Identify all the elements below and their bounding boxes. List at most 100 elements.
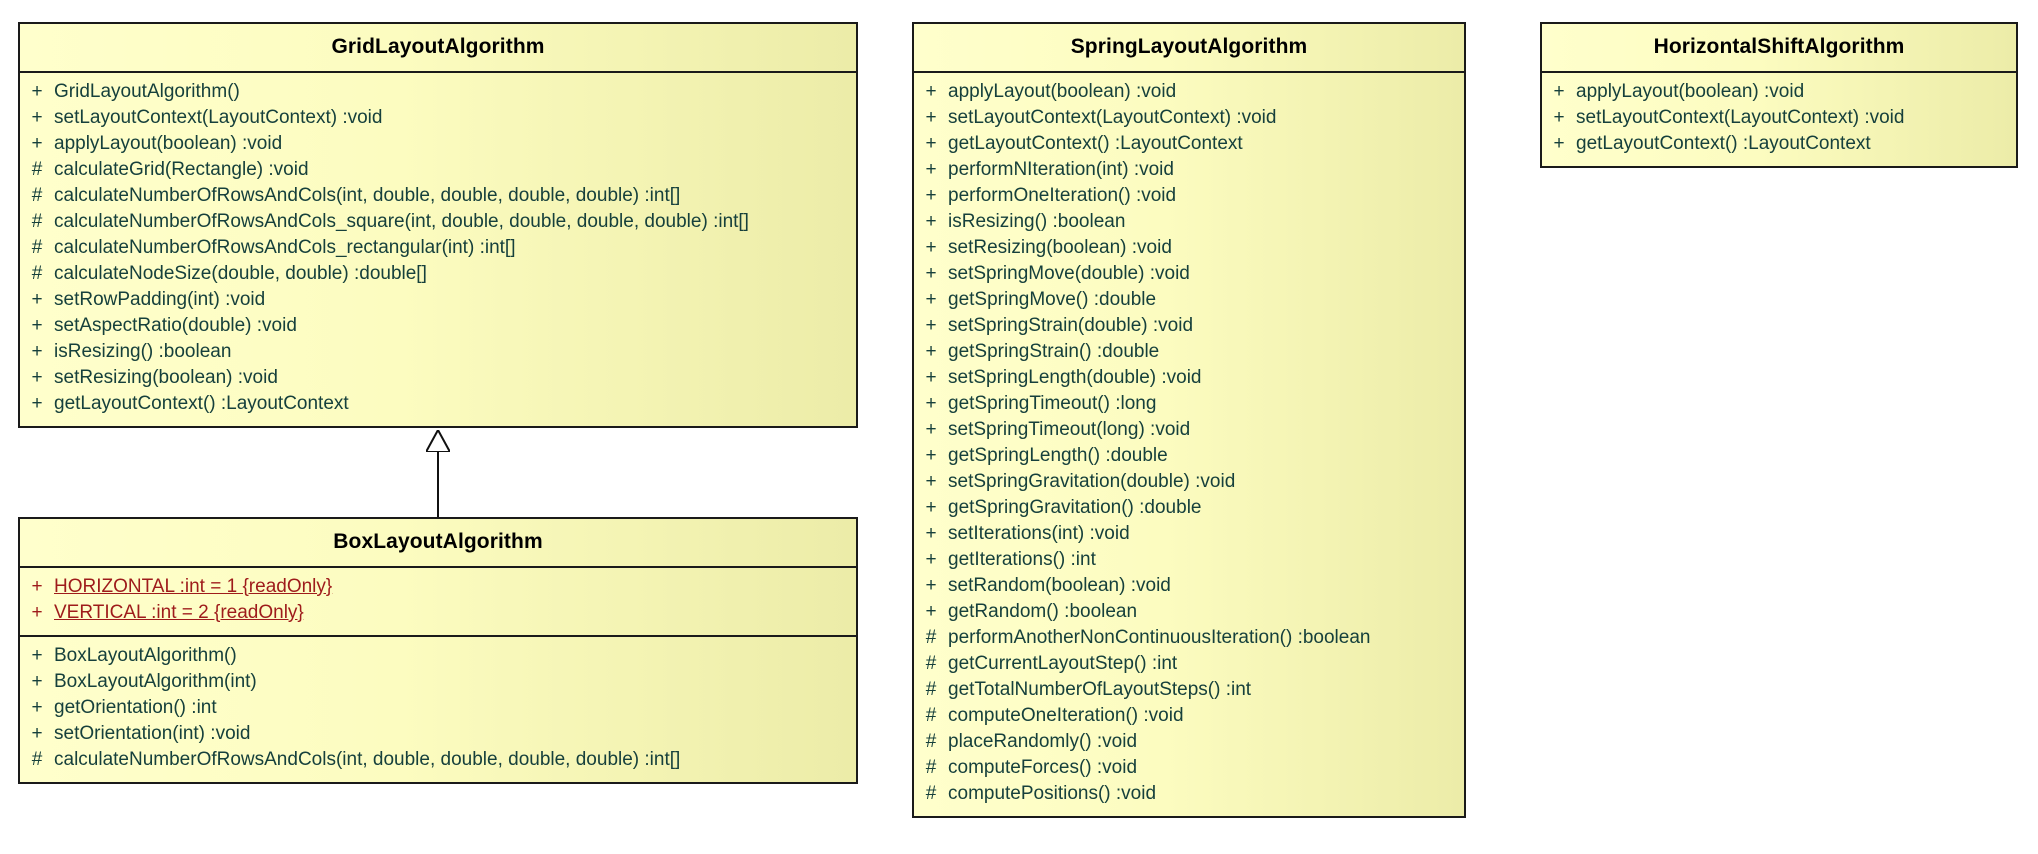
method-row[interactable]: + getSpringStrain() :double bbox=[914, 339, 1464, 365]
method-row[interactable]: #placeRandomly() :void bbox=[914, 729, 1464, 755]
attribute-row[interactable]: + HORIZONTAL :int = 1 {readOnly} bbox=[20, 574, 856, 600]
method-signature: getSpringLength() :double bbox=[948, 445, 1168, 466]
class-methods-compartment-grid: +GridLayoutAlgorithm()+setLayoutContext(… bbox=[20, 71, 856, 426]
method-row[interactable]: +performNIteration(int) :void bbox=[914, 157, 1464, 183]
method-row[interactable]: # getCurrentLayoutStep() :int bbox=[914, 651, 1464, 677]
method-row[interactable]: +getIterations() :int bbox=[914, 547, 1464, 573]
method-signature: applyLayout(boolean) :void bbox=[1576, 81, 1805, 102]
method-row[interactable]: +getRandom() :boolean bbox=[914, 599, 1464, 625]
visibility-marker: + bbox=[925, 419, 937, 440]
method-row[interactable]: +setOrientation(int) :void bbox=[20, 721, 856, 747]
method-row[interactable]: + setLayoutContext(LayoutContext) :void bbox=[1542, 105, 2016, 131]
visibility-marker: + bbox=[925, 341, 937, 362]
class-title-box-layout-algorithm: BoxLayoutAlgorithm bbox=[333, 530, 543, 553]
class-box-horizontal-shift-algorithm[interactable]: HorizontalShiftAlgorithm +applyLayout(bo… bbox=[1540, 22, 2018, 168]
method-row[interactable]: +setSpringLength(double) :void bbox=[914, 365, 1464, 391]
method-row[interactable]: +getLayoutContext() :LayoutContext bbox=[20, 391, 856, 417]
visibility-marker: # bbox=[925, 705, 937, 726]
method-row[interactable]: +getSpringMove() :double bbox=[914, 287, 1464, 313]
visibility-marker: + bbox=[31, 341, 43, 362]
method-row[interactable]: #computePositions() :void bbox=[914, 781, 1464, 807]
visibility-marker: + bbox=[925, 237, 937, 258]
method-row[interactable]: +isResizing() :boolean bbox=[20, 339, 856, 365]
attribute-signature: HORIZONTAL :int = 1 {readOnly} bbox=[54, 576, 333, 597]
method-row[interactable]: +getLayoutContext() :LayoutContext bbox=[1542, 131, 2016, 157]
method-row[interactable]: +applyLayout(boolean) :void bbox=[1542, 79, 2016, 105]
method-signature: getCurrentLayoutStep() :int bbox=[948, 653, 1178, 674]
visibility-marker: # bbox=[31, 263, 43, 284]
visibility-marker: + bbox=[925, 367, 937, 388]
method-row[interactable]: +getSpringTimeout() :long bbox=[914, 391, 1464, 417]
class-box-spring-layout-algorithm[interactable]: SpringLayoutAlgorithm +applyLayout(boole… bbox=[912, 22, 1466, 818]
method-row[interactable]: +GridLayoutAlgorithm() bbox=[20, 79, 856, 105]
method-signature: setLayoutContext(LayoutContext) :void bbox=[1576, 107, 1905, 128]
method-row[interactable]: # calculateNumberOfRowsAndCols(int, doubl… bbox=[20, 747, 856, 773]
method-row[interactable]: +performOneIteration() :void bbox=[914, 183, 1464, 209]
method-signature: placeRandomly() :void bbox=[948, 731, 1138, 752]
method-row[interactable]: +setResizing(boolean) :void bbox=[20, 365, 856, 391]
method-row[interactable]: +setSpringTimeout(long) :void bbox=[914, 417, 1464, 443]
method-signature: computeOneIteration() :void bbox=[948, 705, 1184, 726]
method-row[interactable]: +applyLayout(boolean) :void bbox=[914, 79, 1464, 105]
attribute-row[interactable]: +VERTICAL :int = 2 {readOnly} bbox=[20, 600, 856, 626]
visibility-marker: # bbox=[925, 627, 937, 648]
visibility-marker: + bbox=[31, 671, 43, 692]
visibility-marker: + bbox=[925, 159, 937, 180]
method-row[interactable]: +BoxLayoutAlgorithm() bbox=[20, 643, 856, 669]
method-row[interactable]: #getTotalNumberOfLayoutSteps() :int bbox=[914, 677, 1464, 703]
class-box-box-layout-algorithm[interactable]: BoxLayoutAlgorithm + HORIZONTAL :int = 1 … bbox=[18, 517, 858, 784]
visibility-marker: # bbox=[31, 749, 43, 770]
method-row[interactable]: + isResizing() :boolean bbox=[914, 209, 1464, 235]
method-row[interactable]: +setRandom(boolean) :void bbox=[914, 573, 1464, 599]
visibility-marker: + bbox=[925, 523, 937, 544]
method-row[interactable]: +setSpringStrain(double) :void bbox=[914, 313, 1464, 339]
method-signature: isResizing() :boolean bbox=[948, 211, 1126, 232]
method-row[interactable]: #calculateNumberOfRowsAndCols(int, doubl… bbox=[20, 183, 856, 209]
method-row[interactable]: +getSpringGravitation() :double bbox=[914, 495, 1464, 521]
visibility-marker: + bbox=[1553, 107, 1565, 128]
visibility-marker: + bbox=[925, 211, 937, 232]
visibility-marker: + bbox=[31, 645, 43, 666]
visibility-marker: + bbox=[925, 107, 937, 128]
method-row[interactable]: +getOrientation() :int bbox=[20, 695, 856, 721]
method-row[interactable]: #performAnotherNonContinuousIteration() … bbox=[914, 625, 1464, 651]
visibility-marker: # bbox=[925, 757, 937, 778]
visibility-marker: + bbox=[31, 697, 43, 718]
method-row[interactable]: +getSpringLength() :double bbox=[914, 443, 1464, 469]
method-signature: setResizing(boolean) :void bbox=[54, 367, 278, 388]
method-signature: getSpringStrain() :double bbox=[948, 341, 1160, 362]
method-row[interactable]: +setLayoutContext(LayoutContext) :void bbox=[20, 105, 856, 131]
method-row[interactable]: #calculateNodeSize(double, double) :doub… bbox=[20, 261, 856, 287]
method-row[interactable]: +setSpringGravitation(double) :void bbox=[914, 469, 1464, 495]
method-row[interactable]: #calculateNumberOfRowsAndCols_rectangula… bbox=[20, 235, 856, 261]
method-row[interactable]: + setLayoutContext(LayoutContext) :void bbox=[914, 105, 1464, 131]
visibility-marker: + bbox=[31, 723, 43, 744]
method-row[interactable]: +getLayoutContext() :LayoutContext bbox=[914, 131, 1464, 157]
method-row[interactable]: +applyLayout(boolean) :void bbox=[20, 131, 856, 157]
method-row[interactable]: #computeForces() :void bbox=[914, 755, 1464, 781]
method-row[interactable]: #calculateNumberOfRowsAndCols_square(int… bbox=[20, 209, 856, 235]
visibility-marker: + bbox=[925, 497, 937, 518]
class-box-grid-layout-algorithm[interactable]: GridLayoutAlgorithm +GridLayoutAlgorithm… bbox=[18, 22, 858, 428]
method-row[interactable]: +setAspectRatio(double) :void bbox=[20, 313, 856, 339]
method-signature: calculateNumberOfRowsAndCols_square(int,… bbox=[54, 211, 749, 232]
method-row[interactable]: +setResizing(boolean) :void bbox=[914, 235, 1464, 261]
method-signature: setLayoutContext(LayoutContext) :void bbox=[948, 107, 1277, 128]
visibility-marker: # bbox=[925, 653, 937, 674]
visibility-marker: + bbox=[31, 315, 43, 336]
method-signature: getSpringTimeout() :long bbox=[948, 393, 1157, 414]
method-row[interactable]: +setIterations(int) :void bbox=[914, 521, 1464, 547]
method-signature: setRandom(boolean) :void bbox=[948, 575, 1171, 596]
visibility-marker: + bbox=[31, 289, 43, 310]
method-signature: setRowPadding(int) :void bbox=[54, 289, 266, 310]
method-row[interactable]: # computeOneIteration() :void bbox=[914, 703, 1464, 729]
method-row[interactable]: #calculateGrid(Rectangle) :void bbox=[20, 157, 856, 183]
method-signature: getTotalNumberOfLayoutSteps() :int bbox=[948, 679, 1252, 700]
class-title-spring-layout-algorithm: SpringLayoutAlgorithm bbox=[1070, 35, 1308, 58]
visibility-marker: + bbox=[31, 576, 43, 597]
method-signature: calculateNumberOfRowsAndCols(int, double… bbox=[54, 749, 681, 770]
visibility-marker: + bbox=[925, 601, 937, 622]
method-row[interactable]: +BoxLayoutAlgorithm(int) bbox=[20, 669, 856, 695]
method-row[interactable]: +setSpringMove(double) :void bbox=[914, 261, 1464, 287]
method-row[interactable]: + setRowPadding(int) :void bbox=[20, 287, 856, 313]
